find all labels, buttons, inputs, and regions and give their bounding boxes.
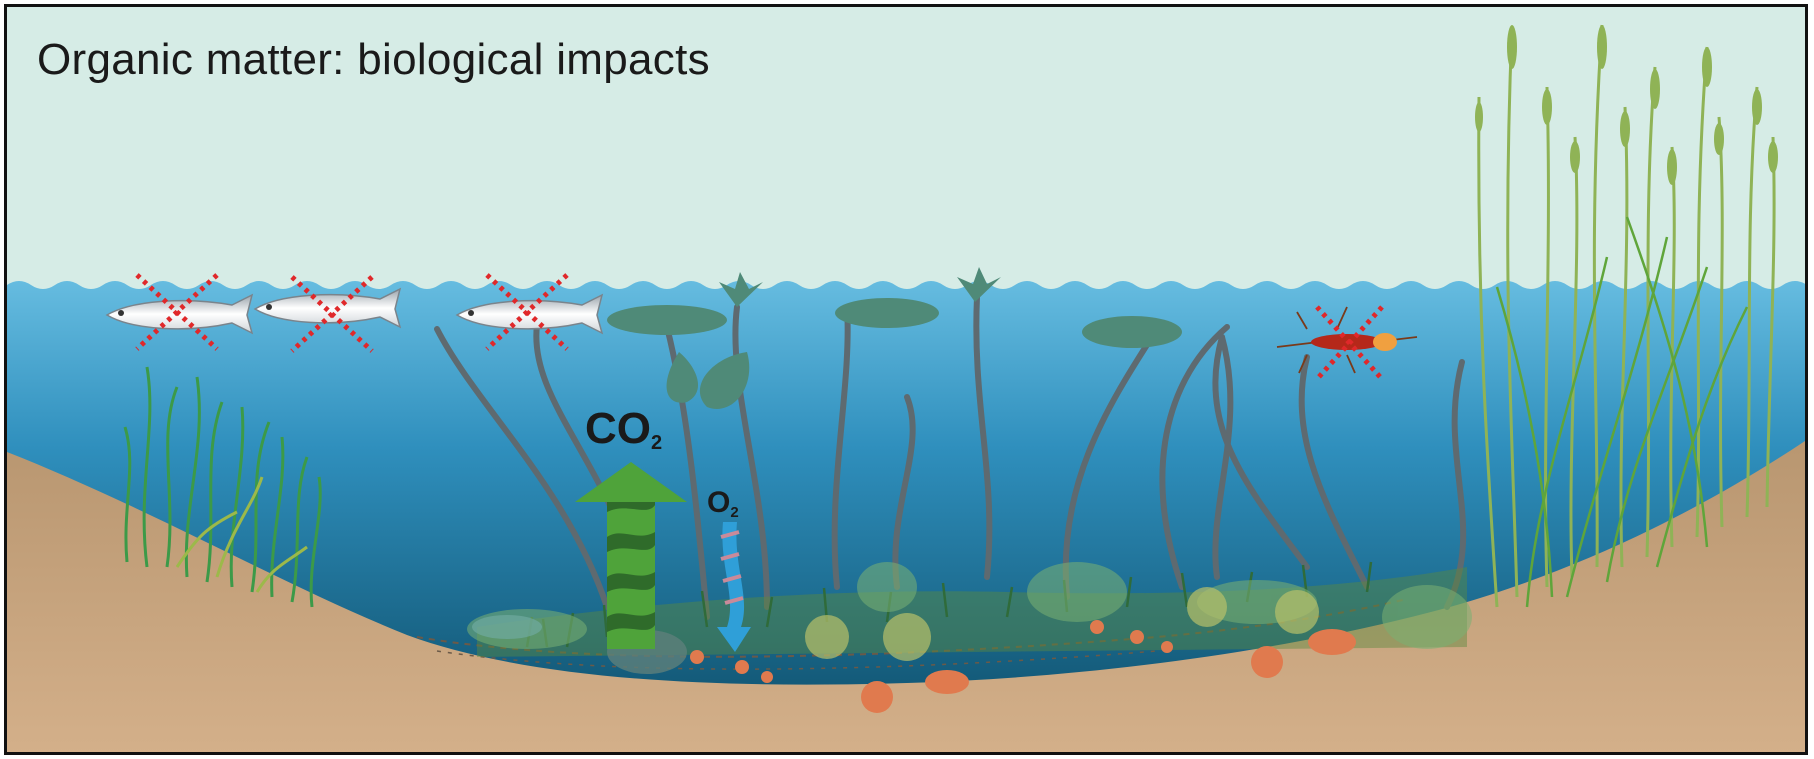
snail-icon — [883, 613, 931, 661]
lily-pad-icon — [607, 305, 727, 335]
co2-subscript: 2 — [651, 432, 662, 454]
o2-subscript: 2 — [730, 504, 738, 521]
diagram-frame: CO2 O2 Organic matter: biological impact… — [4, 4, 1808, 755]
page-title: Organic matter: biological impacts — [37, 35, 710, 85]
snail-icon — [805, 615, 849, 659]
svg-text:CO2: CO2 — [585, 404, 662, 454]
co2-label: CO — [585, 404, 651, 453]
snail-icon — [1275, 590, 1319, 634]
snail-icon — [1187, 587, 1227, 627]
lily-pad-icon — [1082, 316, 1182, 348]
lily-pad-icon — [835, 298, 939, 328]
lake-scene: CO2 O2 — [7, 7, 1808, 755]
o2-label: O — [707, 486, 730, 519]
